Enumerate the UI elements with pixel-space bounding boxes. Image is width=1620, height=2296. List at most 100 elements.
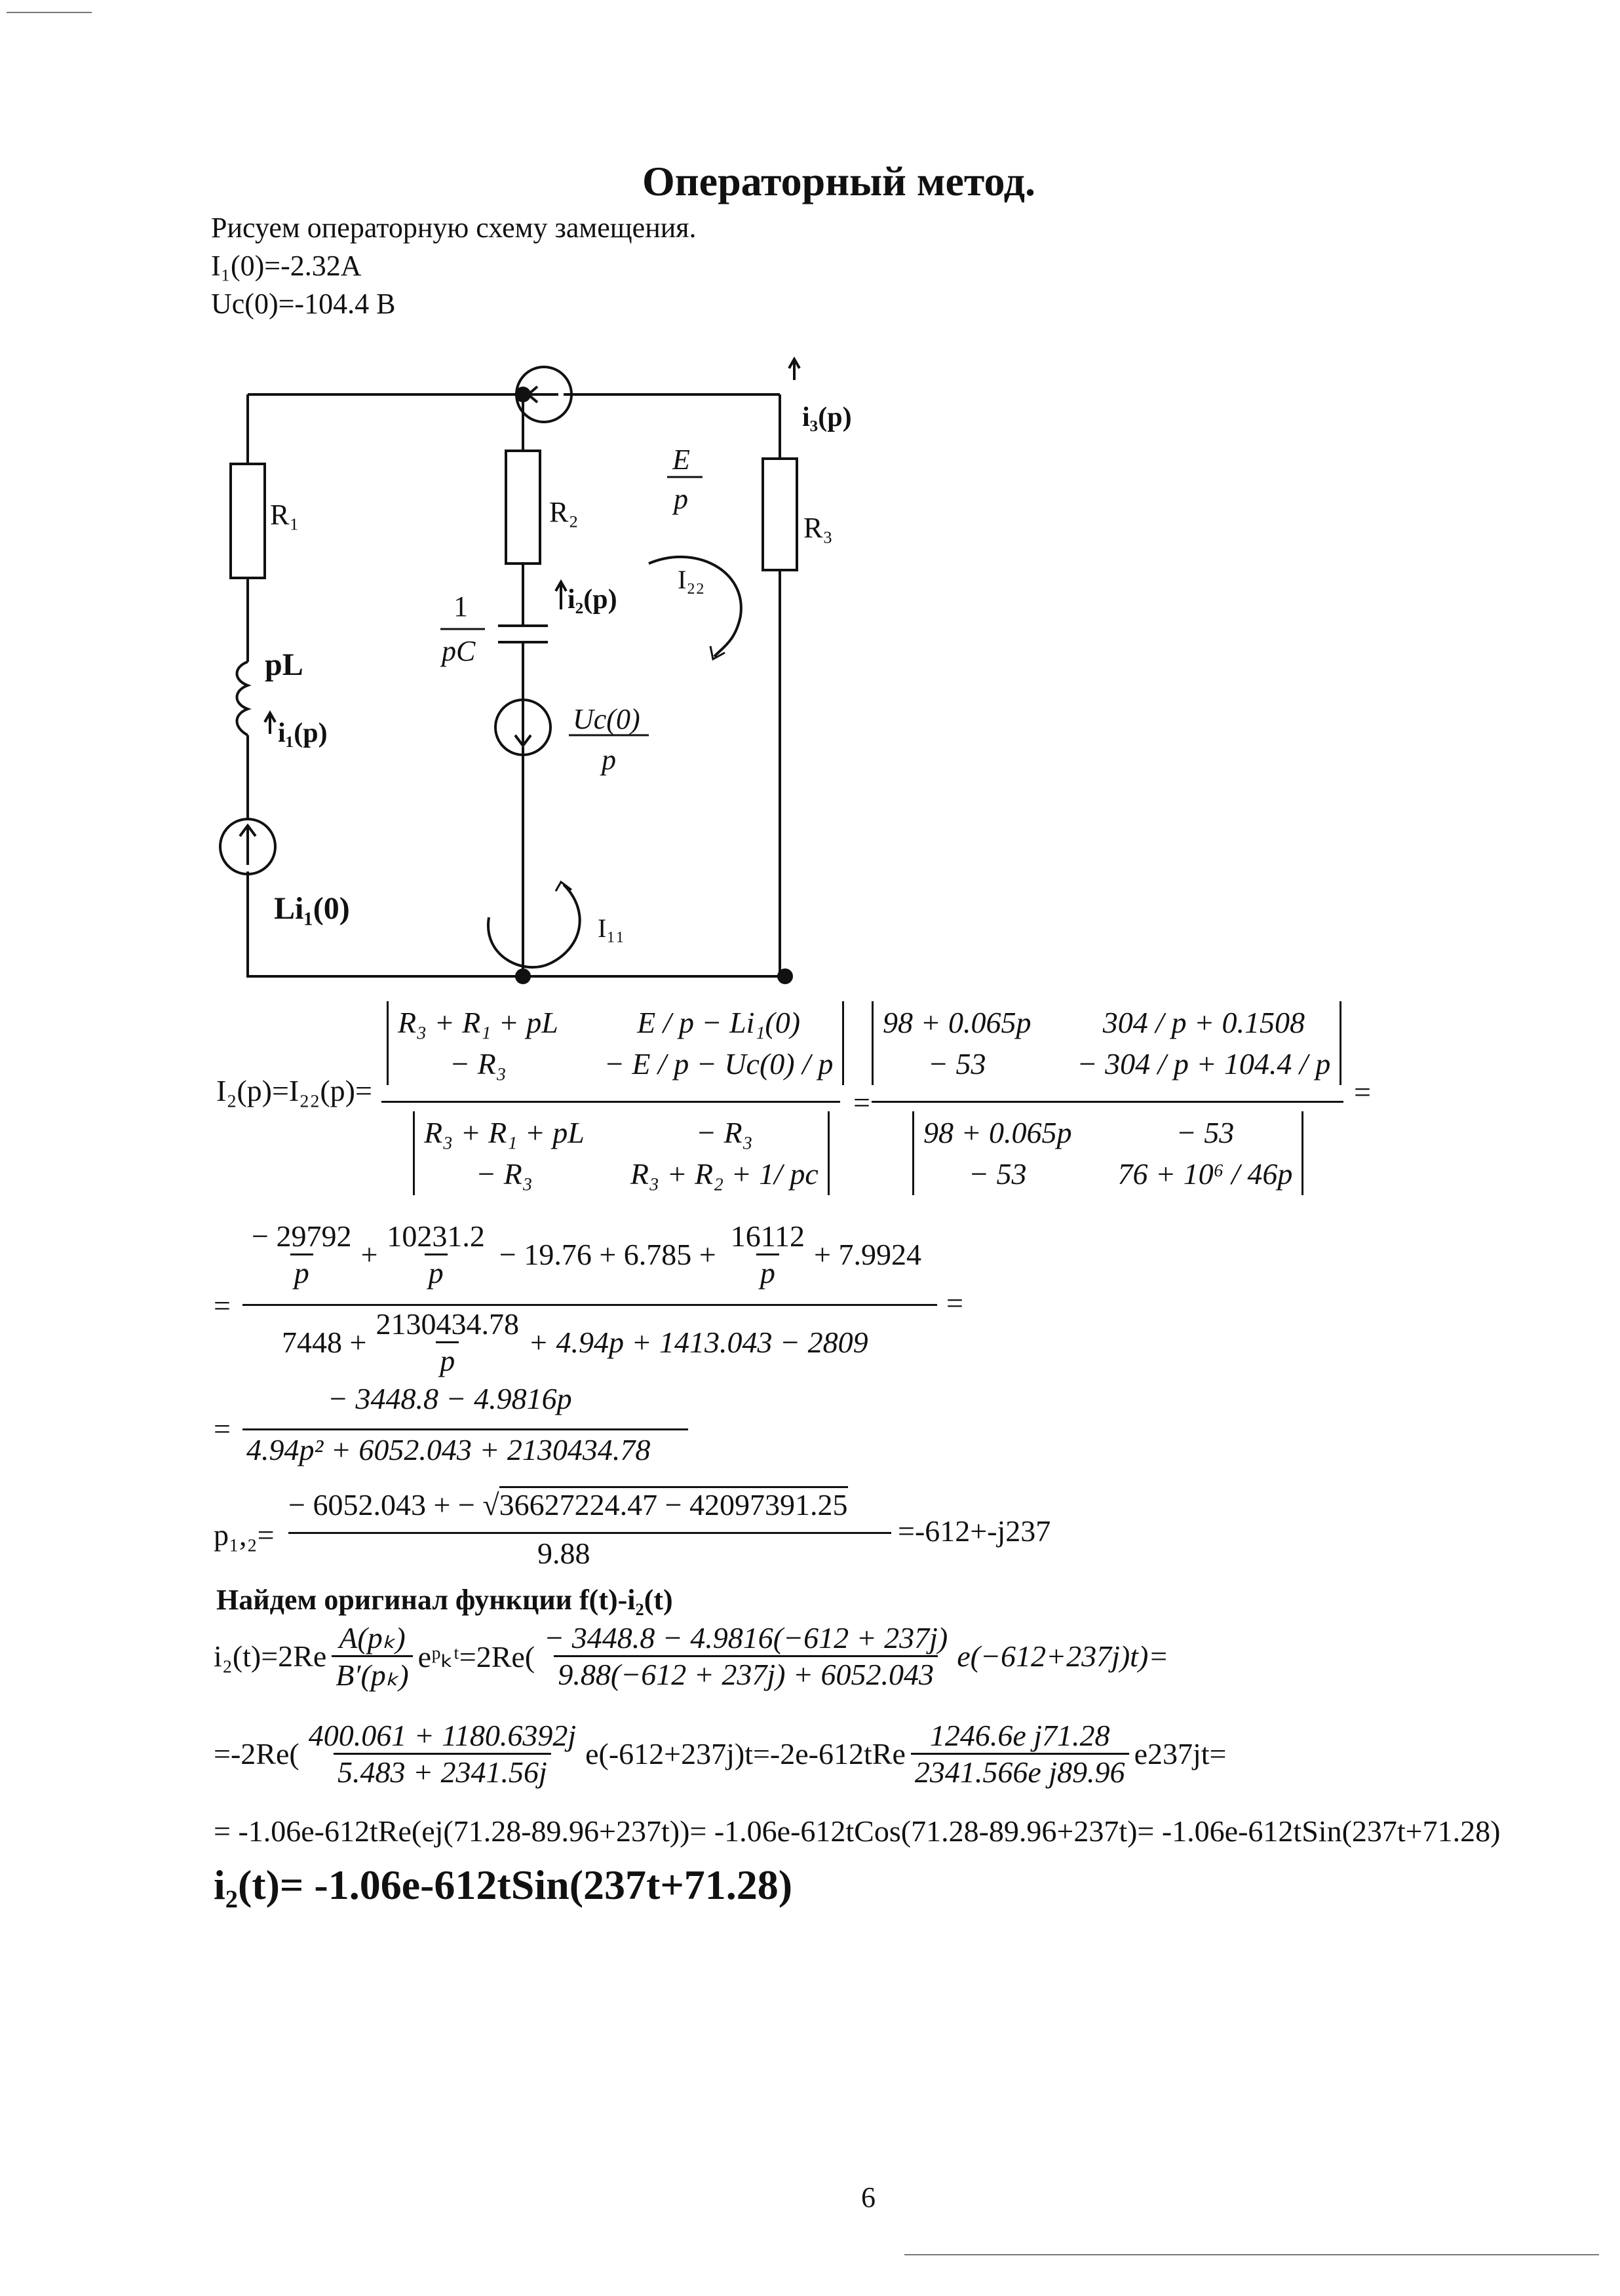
scan-mark-bottom [904, 2254, 1599, 2255]
eq4-num: − 6052.043 + − √36627224.47 − 42097391.2… [288, 1486, 848, 1522]
eq5-g-den: 9.88(−612 + 237j) + 6052.043 [554, 1655, 938, 1692]
label-uc-num: Uc(0) [573, 703, 640, 735]
initial-current: I₁(0)=-2.32A [211, 250, 362, 282]
eq5-f-num: A(pₖ) [339, 1621, 406, 1655]
capacitor [498, 624, 548, 675]
eq5-f-den: B′(pₖ) [332, 1655, 413, 1693]
det-cell: 98 + 0.065p [923, 1116, 1072, 1149]
eq4-lhs: p₁,₂= [214, 1518, 275, 1552]
label-cap-num: 1 [453, 590, 468, 622]
loop-i11-head [554, 880, 572, 892]
det-cell: 304 / p + 0.1508 [1102, 1006, 1305, 1039]
sqrt-icon: √ [482, 1488, 499, 1521]
eq5: i₂(t)=2Re A(pₖ)B′(pₖ) eᵖₖᵗ=2Re( − 3448.8… [214, 1620, 1168, 1693]
eq1-bot-det: R₃ + R₁ + pL − R₃ − R₃ R₃ + R₂ + 1/ pc [413, 1111, 830, 1195]
det-cell: E / p − Li₁(0) [637, 1006, 801, 1039]
eq2-mid: − 19.76 + 6.785 + [499, 1238, 716, 1271]
eq2-n2-den: p [424, 1253, 448, 1290]
det-cell: R₃ + R₁ + pL [398, 1006, 558, 1039]
resistor-r1 [229, 463, 266, 579]
eq6-g-den: 2341.566e j89.96 [910, 1753, 1129, 1789]
scan-mark-top-left [7, 12, 92, 13]
eq1-top-det2: 98 + 0.065p 304 / p + 0.1508 − 53 − 304 … [872, 1001, 1342, 1085]
det-cell: − 53 [969, 1157, 1027, 1191]
label-e-num: E [672, 444, 690, 476]
eq1-lhs: I₂(p)=I₂₂(p)= [216, 1074, 372, 1107]
eq3-lead: = [214, 1412, 231, 1445]
junction-bottom-mid [515, 968, 531, 984]
eq5-exp: eᵖₖᵗ=2Re( [417, 1639, 535, 1674]
label-r2: R₂ [549, 496, 579, 528]
eq1-bot-det2: 98 + 0.065p − 53 − 53 76 + 10⁶ / 46p [912, 1111, 1304, 1195]
arrow-i2 [554, 579, 568, 609]
label-pl: pL [265, 647, 303, 682]
eq3-den: 4.94p² + 6052.043 + 2130434.78 [246, 1433, 651, 1466]
det-cell: − E / p − Uc(0) / p [604, 1047, 834, 1081]
det-cell: R₃ + R₂ + 1/ pc [630, 1157, 819, 1191]
eq5-lhs: i₂(t)=2Re [214, 1639, 327, 1673]
label-r3: R₃ [803, 512, 833, 544]
eq2-d-end: + 4.94p + 1413.043 − 2809 [528, 1326, 868, 1359]
det-cell: 98 + 0.065p [883, 1006, 1032, 1039]
eq1-top-det: R₃ + R₁ + pL E / p − Li₁(0) − R₃ − E / p… [387, 1001, 845, 1085]
loop-i11 [486, 883, 581, 969]
eq2-eq-end: = [946, 1286, 963, 1320]
eq4-den: 9.88 [537, 1537, 590, 1570]
circuit-diagram: R₁ R₂ R₃ pL i₁(p) i₂(p) i₃(p) Li₁(0) 1 p… [219, 356, 852, 984]
arrow-i1 [263, 710, 277, 734]
resistor-r3 [762, 457, 798, 571]
eq2-n1-num: − 29792 [252, 1219, 352, 1253]
eq6-lead: =-2Re( [214, 1737, 299, 1770]
det-cell: − R₃ [450, 1047, 507, 1081]
label-cap-den: pC [440, 635, 476, 667]
loop-i22-head [709, 645, 725, 661]
eq2-n2-num: 10231.2 [387, 1219, 485, 1253]
det-cell: 76 + 10⁶ / 46p [1117, 1157, 1293, 1191]
det-cell: − 53 [928, 1047, 986, 1081]
eq6-g-num: 1246.6e j71.28 [929, 1719, 1110, 1752]
label-i3p: i₃(p) [802, 402, 852, 432]
label-i22: I₂₂ [678, 565, 704, 594]
eq2-d-start: 7448 + [282, 1326, 367, 1359]
section-heading: Найдем оригинал функции f(t)-i₂(t) [216, 1584, 673, 1616]
final-result: i₂(t)= -1.06e-612tSin(237t+71.28) [214, 1862, 793, 1908]
eq2-frac-line [242, 1304, 937, 1306]
junction-bottom-right [777, 968, 793, 984]
det-cell: R₃ + R₁ + pL [424, 1116, 585, 1149]
source-uc-arrow [514, 708, 532, 748]
label-i2p: i₂(p) [568, 584, 617, 615]
det-cell: − 53 [1176, 1116, 1235, 1149]
det-cell: − 304 / p + 104.4 / p [1077, 1047, 1331, 1081]
eq4-num-sqrt: 36627224.47 − 42097391.25 [499, 1486, 848, 1521]
source-e-arrow [526, 385, 558, 404]
label-i1p: i₁(p) [278, 718, 328, 748]
eq3-num: − 3448.8 − 4.9816p [328, 1382, 572, 1415]
label-i11: I₁₁ [598, 913, 625, 943]
eq2-n3-num: 16112 [730, 1219, 805, 1253]
eq6-f-den: 5.483 + 2341.56j [333, 1753, 551, 1789]
intro-text: Рисуем операторную схему замещения. [211, 212, 697, 244]
label-uc-den: p [600, 744, 616, 776]
eq2-n3-den: p [756, 1253, 779, 1290]
label-e-den: p [672, 483, 688, 515]
eq5-tail: e(−612+237j)t)= [957, 1639, 1169, 1673]
eq1-frac-line [381, 1101, 840, 1103]
eq6-mid: e(-612+237j)t=-2e-612tRe [585, 1737, 906, 1770]
eq2-plus: + [360, 1238, 378, 1271]
eq4-num-a: − 6052.043 + − [288, 1488, 475, 1521]
eq1-eq: = [853, 1086, 870, 1119]
initial-voltage: Uc(0)=-104.4 В [211, 288, 396, 320]
wire-left [246, 394, 785, 978]
resistor-r2 [505, 450, 541, 565]
page-title: Операторный метод. [642, 158, 1036, 204]
eq2-d-den: p [436, 1341, 459, 1378]
source-e [515, 366, 573, 423]
eq6-f-num: 400.061 + 1180.6392j [308, 1719, 577, 1752]
eq5-g-num: − 3448.8 − 4.9816(−612 + 237j) [544, 1621, 948, 1655]
source-li-arrow [239, 823, 257, 865]
eq7: = -1.06e-612tRe(ej(71.28-89.96+237t))= -… [214, 1814, 1501, 1848]
eq1-frac-line-2 [872, 1101, 1343, 1103]
